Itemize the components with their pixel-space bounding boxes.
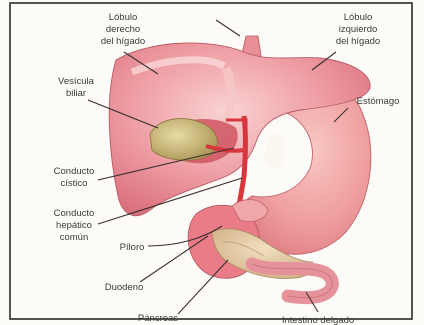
label-lobulo-izquierdo-3: del hígado: [336, 36, 380, 47]
label-conducto-hepatico-2: hepático: [56, 220, 92, 231]
label-duodeno: Duodeno: [105, 282, 144, 293]
label-conducto-hepatico-1: Conducto: [54, 208, 95, 219]
label-lobulo-derecho-1: Lóbulo: [109, 12, 138, 23]
label-intestino: Intestino delgado: [282, 315, 354, 325]
label-lobulo-izquierdo-2: izquierdo: [339, 24, 378, 35]
label-vesicula-2: biliar: [66, 88, 86, 99]
small-intestine: [252, 264, 332, 298]
label-lobulo-izquierdo-1: Lóbulo: [344, 12, 373, 23]
label-lobulo-derecho-2: derecho: [106, 24, 140, 35]
label-estomago: Estómago: [357, 96, 400, 107]
label-lobulo-derecho-3: del hígado: [101, 36, 145, 47]
label-piloro: Píloro: [120, 242, 145, 253]
label-conducto-cistico-2: cístico: [61, 178, 88, 189]
label-vesicula-1: Vesícula: [58, 76, 95, 87]
label-pancreas: Páncreas: [138, 313, 178, 324]
label-conducto-cistico-1: Conducto: [54, 166, 95, 177]
label-conducto-hepatico-3: común: [60, 232, 89, 243]
